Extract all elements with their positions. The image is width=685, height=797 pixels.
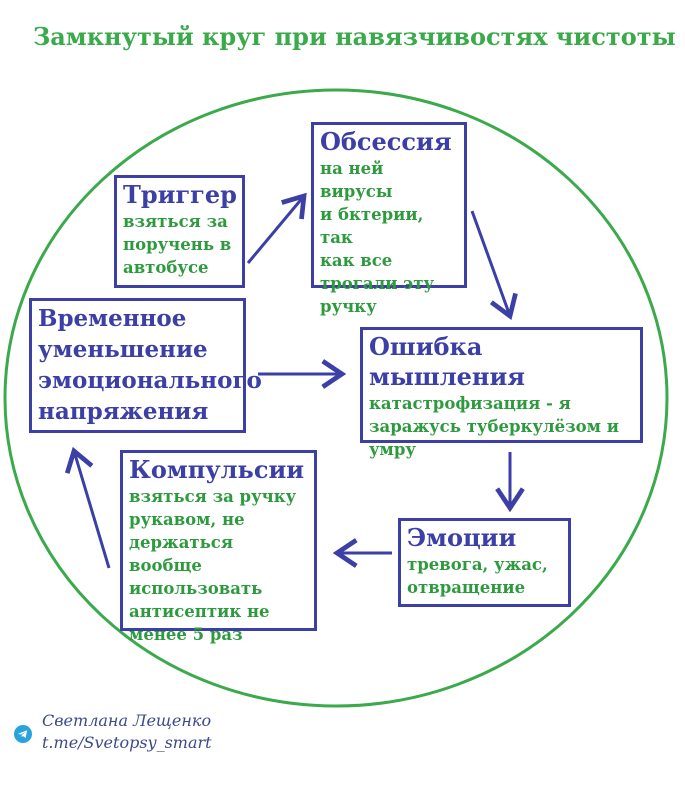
obsession-line: ручку [320,297,377,316]
relief-title-line: эмоционального [38,367,262,394]
footer: Светлана Лещенко t.me/Svetopsy_smart [42,710,212,754]
trigger-box: Триггер взяться за поручень в автобусе [114,175,245,288]
compulsions-title: Компульсии [129,455,305,484]
trigger-line: взяться за [123,212,228,231]
emotions-box: Эмоции тревога, ужас, отвращение [398,518,571,607]
page-title: Замкнутый круг при навязчивостях чистоты [33,22,676,51]
trigger-line: поручень в [123,235,232,254]
telegram-link[interactable]: t.me/Svetopsy_smart [42,733,212,752]
obsession-box: Обсессия на ней вирусы и бктерии, так ка… [311,122,467,316]
compulsions-line: антисептик не [129,602,270,621]
obsession-title: Обсессия [320,127,452,156]
obsession-line: и бктерии, так [320,205,424,247]
relief-title-line: Временное [38,305,187,332]
arrow-compulsions-to-relief [64,446,111,569]
trigger-line: автобусе [123,258,209,277]
arrow-obsession-to-error [470,210,518,320]
obsession-line: на ней вирусы [320,159,393,201]
thinking-error-line: заражусь туберкулёзом и [369,417,619,436]
thinking-error-box: Ошибка мышления катастрофизация - я зара… [360,327,643,459]
telegram-icon [14,725,32,743]
arrow-trigger-to-obsession [246,192,307,264]
compulsions-box: Компульсии взяться за ручку рукавом, не … [120,450,317,644]
relief-title-line: уменьшение [38,336,208,363]
obsession-line: трогали эту [320,274,435,293]
emotions-line: отвращение [407,578,526,597]
compulsions-line: использовать [129,579,263,598]
relief-title-line: напряжения [38,398,209,425]
compulsions-line: держаться вообще [129,533,234,575]
compulsions-line: взяться за ручку [129,487,297,506]
thinking-error-line: катастрофизация - я [369,394,571,413]
emotions-line: тревога, ужас, [407,555,548,574]
emotions-title: Эмоции [407,523,517,552]
compulsions-line: менее 5 раз [129,625,243,644]
relief-box: Временное уменьшение эмоционального напр… [29,298,262,433]
trigger-title: Триггер [123,180,237,209]
obsession-line: как все [320,251,393,270]
cycle-circle [3,88,669,708]
thinking-error-title: Ошибка мышления [369,332,525,391]
compulsions-line: рукавом, не [129,510,245,529]
thinking-error-line: умру [369,440,416,459]
author-name: Светлана Лещенко [42,711,212,730]
